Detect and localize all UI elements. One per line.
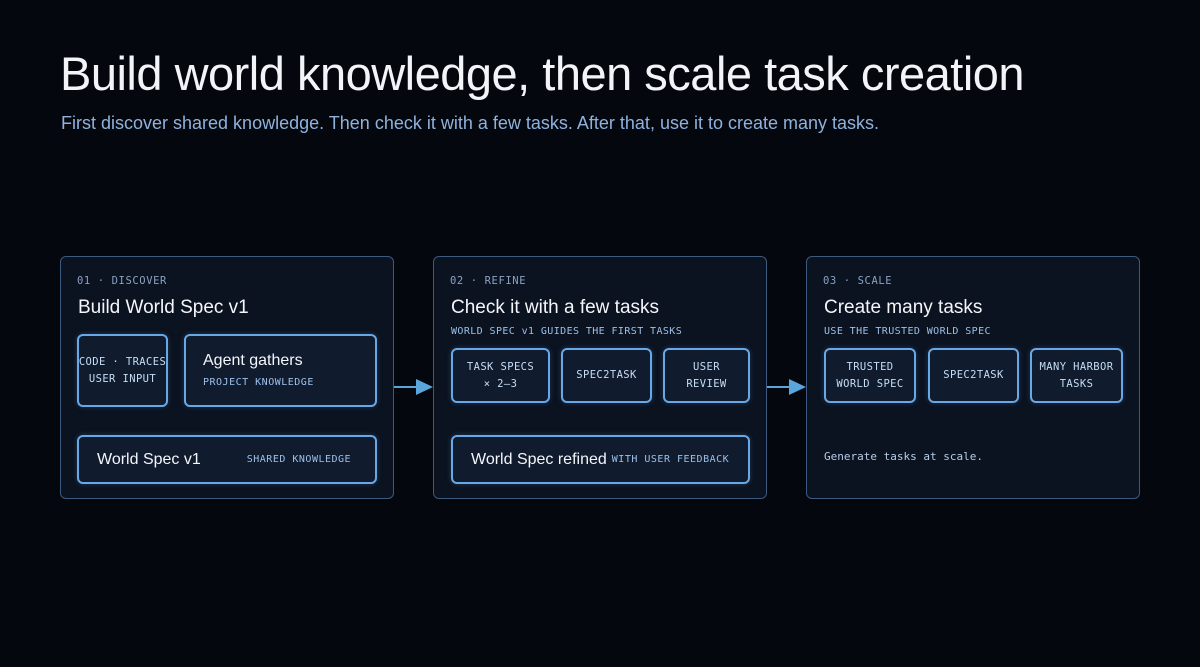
stage-title: Check it with a few tasks bbox=[451, 297, 660, 318]
chip-line: TASK SPECS bbox=[466, 360, 535, 373]
arrow-right-icon bbox=[394, 379, 433, 395]
chip-line: TRUSTED bbox=[846, 360, 894, 373]
trusted-world-spec-chip: TRUSTED WORLD SPEC bbox=[824, 348, 916, 403]
chip-line: CODE · TRACES bbox=[78, 355, 167, 368]
result-title: World Spec refined bbox=[471, 450, 607, 468]
chip-line: TASKS bbox=[1059, 377, 1094, 390]
stage-refine-panel: 02 · REFINE Check it with a few tasks WO… bbox=[433, 256, 767, 499]
spec2task-chip: SPEC2TASK bbox=[561, 348, 652, 403]
stage-title: Create many tasks bbox=[824, 297, 983, 318]
chip-line: SPEC2TASK bbox=[576, 369, 637, 381]
stage-step-label: 02 · REFINE bbox=[450, 275, 527, 287]
many-harbor-tasks-chip: MANY HARBOR TASKS bbox=[1030, 348, 1123, 403]
chip-line: MANY HARBOR bbox=[1039, 360, 1114, 373]
stage-step-label: 03 · SCALE bbox=[823, 275, 893, 287]
stage-note: USE THE TRUSTED WORLD SPEC bbox=[824, 326, 991, 337]
chip-line: USER bbox=[693, 360, 720, 373]
stage-discover-panel: 01 · DISCOVER Build World Spec v1 CODE ·… bbox=[60, 256, 394, 499]
chip-line: WORLD SPEC bbox=[836, 377, 904, 390]
agent-gathers-chip: Agent gathers PROJECT KNOWLEDGE bbox=[184, 334, 377, 407]
chip-line: SPEC2TASK bbox=[943, 369, 1004, 381]
result-note: SHARED KNOWLEDGE bbox=[246, 454, 352, 465]
stage-title: Build World Spec v1 bbox=[78, 297, 249, 318]
stage-step-label: 01 · DISCOVER bbox=[77, 275, 167, 287]
page-subtitle: First discover shared knowledge. Then ch… bbox=[61, 113, 880, 133]
stage-note: WORLD SPEC v1 GUIDES THE FIRST TASKS bbox=[451, 326, 683, 337]
result-title: World Spec v1 bbox=[97, 450, 201, 468]
chip-line: USER INPUT bbox=[88, 372, 157, 385]
inputs-chip: CODE · TRACES USER INPUT bbox=[77, 334, 168, 407]
arrow-right-icon bbox=[767, 379, 806, 395]
chip-line: × 2–3 bbox=[483, 377, 518, 390]
page-title: Build world knowledge, then scale task c… bbox=[60, 47, 1025, 100]
world-spec-v1-chip: World Spec v1 SHARED KNOWLEDGE bbox=[77, 435, 377, 484]
agent-note: PROJECT KNOWLEDGE bbox=[203, 376, 314, 388]
result-note: WITH USER FEEDBACK bbox=[611, 454, 730, 465]
world-spec-refined-chip: World Spec refined WITH USER FEEDBACK bbox=[451, 435, 750, 484]
agent-title: Agent gathers bbox=[203, 351, 303, 369]
user-review-chip: USER REVIEW bbox=[663, 348, 750, 403]
stage-scale-panel: 03 · SCALE Create many tasks USE THE TRU… bbox=[806, 256, 1140, 499]
task-specs-chip: TASK SPECS × 2–3 bbox=[451, 348, 550, 403]
chip-line: REVIEW bbox=[686, 377, 727, 390]
spec2task-chip: SPEC2TASK bbox=[928, 348, 1019, 403]
stage-footer: Generate tasks at scale. bbox=[824, 450, 983, 463]
